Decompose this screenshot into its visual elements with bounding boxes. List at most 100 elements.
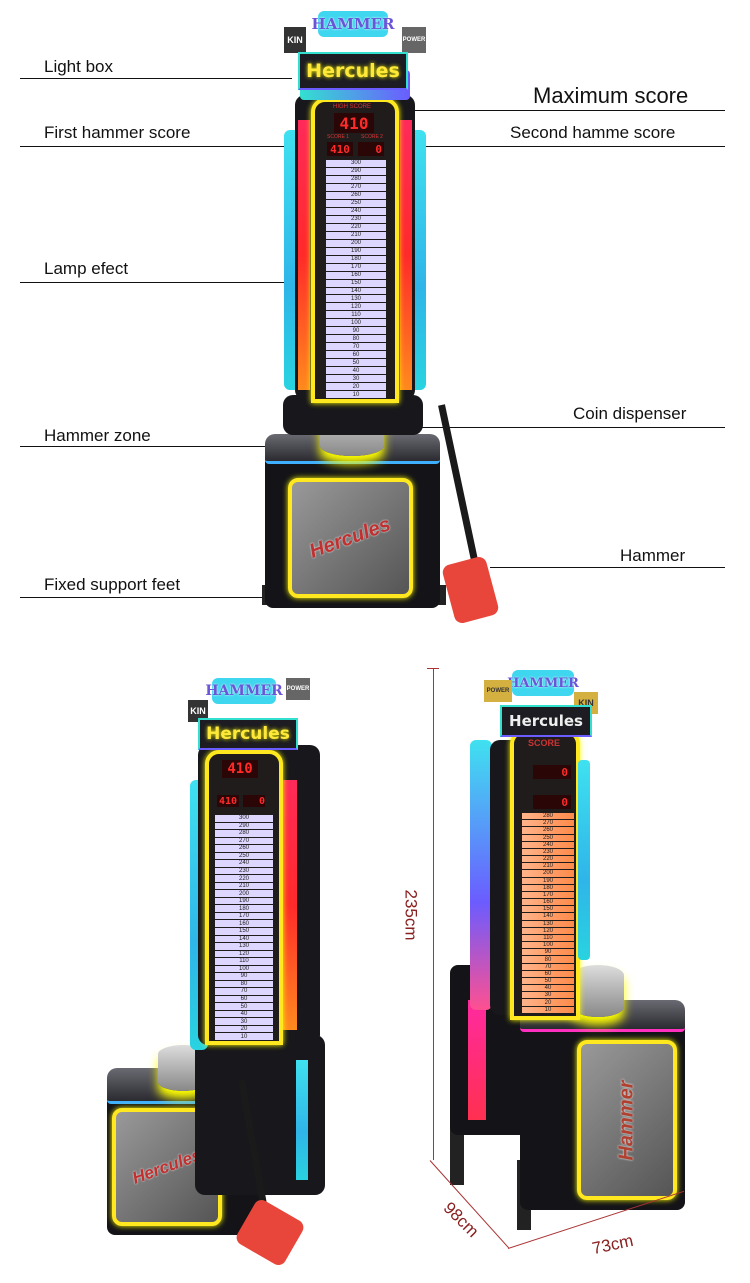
scale-tick: 250 — [215, 852, 273, 860]
score2-label: SCORE 2 — [361, 134, 383, 140]
scale-tick: 80 — [215, 980, 273, 988]
scale-tick: 30 — [522, 992, 574, 999]
scale-tick: 100 — [215, 965, 273, 973]
first-hammer-score-display: 410 — [217, 795, 239, 807]
scale-tick: 130 — [215, 943, 273, 950]
scale-tick: 300 — [326, 160, 386, 167]
scale-tick: 20 — [522, 999, 574, 1006]
scale-tick: 90 — [326, 327, 386, 335]
scale-tick: 60 — [326, 351, 386, 359]
scale-tick: 130 — [522, 920, 574, 927]
hammer-sign: HAMMER — [507, 670, 579, 696]
scale-tick: 250 — [326, 199, 386, 207]
scale-tick: 190 — [326, 247, 386, 255]
scale-tick: 140 — [215, 935, 273, 943]
scale-tick: 90 — [522, 949, 574, 956]
scale-tick: 280 — [522, 813, 574, 820]
scale-tick: 30 — [326, 375, 386, 383]
scale-tick: 130 — [326, 295, 386, 303]
maximum-score-display: 410 — [334, 113, 374, 133]
scale-tick: 60 — [522, 970, 574, 977]
scale-tick: 40 — [522, 985, 574, 992]
height-dimension: 235cm — [401, 889, 421, 941]
scale-tick: 120 — [326, 303, 386, 311]
strike-pad — [572, 965, 624, 1017]
label-light-box: Light box — [44, 57, 113, 76]
scale-tick: 70 — [215, 988, 273, 995]
leader-line — [20, 597, 266, 598]
scale-tick: 20 — [326, 383, 386, 391]
scale-tick: 80 — [522, 956, 574, 963]
hammer-handle — [438, 404, 481, 573]
kin-box: KIN — [284, 27, 306, 53]
power-box: POWER — [402, 27, 426, 53]
scale-tick: 110 — [326, 311, 386, 319]
scale-tick: 230 — [215, 867, 273, 875]
scale-tick: 50 — [326, 359, 386, 367]
scale-tick: 210 — [326, 231, 386, 239]
scale-tick: 200 — [326, 239, 386, 247]
leader-line — [385, 146, 725, 147]
scale-tick: 260 — [522, 827, 574, 834]
scale-tick: 270 — [326, 183, 386, 191]
leader-line — [400, 427, 725, 428]
scale-tick: 160 — [326, 271, 386, 279]
hammer-head — [441, 555, 500, 625]
scale-tick: 150 — [522, 906, 574, 913]
scale-tick: 60 — [215, 995, 273, 1003]
scale-tick: 160 — [215, 920, 273, 927]
scale-tick: 120 — [215, 950, 273, 958]
label-second-hammer-score: Second hamme score — [510, 123, 676, 142]
side-light — [468, 1000, 486, 1120]
scale-tick: 50 — [215, 1003, 273, 1010]
label-maximum-score: Maximum score — [533, 83, 689, 108]
scale-tick: 260 — [326, 191, 386, 199]
scale-tick: 230 — [522, 848, 574, 856]
light-box: Hercules — [500, 705, 592, 737]
power-box: POWER — [286, 678, 310, 700]
red-light-right — [400, 120, 412, 390]
label-coin-dispenser: Coin dispenser — [573, 404, 687, 423]
maximum-score-display: 410 — [222, 760, 258, 778]
scale-tick: 10 — [326, 391, 386, 399]
light-box: Hercules — [298, 52, 408, 90]
scale-tick: 100 — [326, 319, 386, 327]
second-hammer-score-display: 0 — [243, 795, 265, 807]
scale-tick: 220 — [522, 856, 574, 863]
scale-tick: 50 — [522, 977, 574, 985]
scale-tick: 40 — [326, 367, 386, 375]
kin-box: KIN — [188, 700, 208, 722]
hammer-sign: HAMMER — [312, 11, 394, 37]
label-hammer: Hammer — [620, 546, 686, 565]
first-hammer-score-display: 410 — [327, 142, 353, 156]
scale-tick: 80 — [326, 335, 386, 343]
scale-tick: 280 — [215, 830, 273, 837]
scale-tick: 40 — [215, 1010, 273, 1018]
light-box: Hercules — [198, 718, 298, 750]
scale-tick: 150 — [215, 927, 273, 935]
red-light — [283, 780, 297, 1030]
label-fixed-support-feet: Fixed support feet — [44, 575, 181, 594]
scale-tick: 180 — [522, 884, 574, 891]
scale-tick: 220 — [215, 875, 273, 882]
scale-tick: 200 — [522, 870, 574, 877]
scale-tick: 180 — [326, 255, 386, 263]
leader-line — [20, 146, 286, 147]
leader-line — [378, 110, 725, 111]
scale-tick: 170 — [522, 891, 574, 899]
scale-tick: 280 — [326, 175, 386, 183]
scale-tick: 90 — [215, 973, 273, 980]
scale-tick: 290 — [215, 822, 273, 830]
side-light-left — [470, 740, 492, 1010]
width-dimension: 73cm — [590, 1230, 635, 1259]
scale-tick: 200 — [215, 890, 273, 897]
scale-tick: 30 — [215, 1018, 273, 1025]
score1-label: SCORE 1 — [327, 134, 349, 140]
scale-tick: 170 — [326, 263, 386, 271]
scale-tick: 240 — [522, 841, 574, 848]
hammer-sign: HAMMER — [205, 678, 283, 704]
scale-tick: 10 — [522, 1006, 574, 1013]
